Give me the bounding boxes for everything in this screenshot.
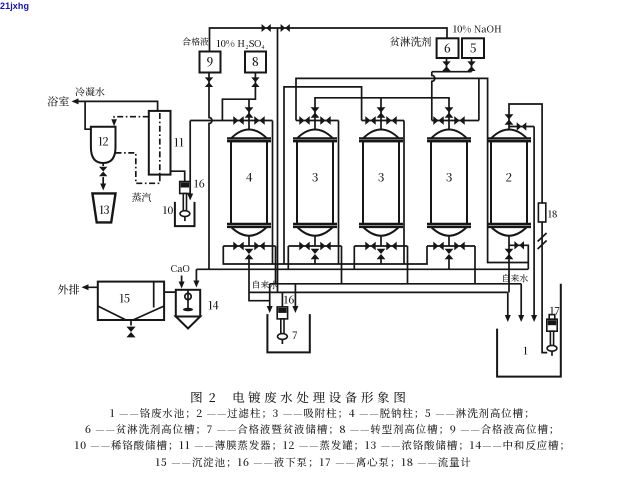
head-tank-5: 5 — [461, 37, 485, 59]
label-naoh: 10% NaOH — [453, 22, 502, 36]
legend-line-4: 15 ——沉淀池；16 ——液下泵；17 ——离心泵；18 ——流量计 — [0, 455, 623, 470]
neutralization-tank-number: 14 — [208, 298, 220, 314]
label-qualified-liquid: 合格液 — [182, 35, 209, 48]
pump-17-number: 17 — [550, 303, 560, 318]
pool-1-number: 1 — [523, 344, 528, 359]
label-cao: CaO — [171, 261, 190, 275]
watermark: 21jxhg — [0, 1, 30, 11]
waste-water-pool-1: 1 — [496, 283, 562, 378]
acid-bucket-13: 13 — [91, 192, 117, 224]
tank-7-number: 7 — [292, 328, 298, 343]
column-3a: 3 — [293, 128, 337, 237]
qualified-liquid-tank-7: 7 — [266, 314, 311, 354]
label-bath-room: 浴室 — [48, 94, 70, 110]
label-tap-water-right: 自来水 — [502, 272, 529, 285]
label-steam: 蒸汽 — [132, 189, 152, 204]
sedimentation-tank-15: 15 — [96, 280, 166, 322]
sedimentation-tank-number: 15 — [119, 291, 130, 307]
column-4-number: 4 — [246, 170, 253, 186]
figure-title: 电镀废水处理设备形象图 — [232, 388, 410, 406]
label-outfall: 外排 — [58, 282, 80, 298]
legend-line-4-text: 15 ——沉淀池；16 ——液下泵；17 ——离心泵；18 ——流量计 — [155, 454, 472, 470]
head-tank-6-number: 6 — [444, 39, 451, 56]
legend-line-2-text: 6 ——贫淋洗剂高位槽；7 ——合格液暨贫液储槽；8 ——转型剂高位槽；9 ——… — [84, 421, 561, 437]
column-2: 2 — [487, 128, 531, 237]
column-3c-number: 3 — [446, 170, 453, 186]
acid-bucket-number: 13 — [99, 202, 110, 218]
legend-line-1-text: 1 ——铬废水池；2 ——过滤柱；3 ——吸附柱；4 ——脱钠柱；5 ——淋洗剂… — [109, 405, 536, 421]
submerged-pump-16-right — [276, 306, 289, 344]
thin-film-evaporator-number: 11 — [173, 135, 183, 151]
figure-number: 图 2 — [189, 388, 218, 406]
process-diagram: 4 3 3 3 2 9 8 6 5 12 11 13 10 16 15 14 7 16 1 17 18 合格液 10% H₂… — [48, 22, 562, 378]
legend-line-2: 6 ——贫淋洗剂高位槽；7 ——合格液暨贫液储槽；8 ——转型剂高位槽；9 ——… — [0, 422, 623, 437]
figure-caption: 图 2 电镀废水处理设备形象图 — [0, 388, 611, 406]
column-3c: 3 — [427, 128, 471, 237]
legend-line-1: 1 ——铬废水池；2 ——过滤柱；3 ——吸附柱；4 ——脱钠柱；5 ——淋洗剂… — [0, 406, 623, 421]
flow-meter-18: 18 — [537, 202, 558, 223]
vapor-line-dashed — [113, 115, 149, 121]
evaporator-pot-number: 12 — [98, 134, 109, 150]
head-tank-8-number: 8 — [252, 53, 259, 70]
pump-16-right-number: 16 — [284, 293, 295, 308]
legend-line-3-text: 10 ——稀铬酸储槽；11 ——薄膜蒸发器；12 ——蒸发罐；13 ——浓铬酸储… — [74, 437, 571, 453]
head-tank-8: 8 — [244, 50, 267, 74]
submerged-pump-16-left — [178, 180, 191, 222]
neutralization-tank-14: 14 — [173, 288, 220, 330]
dilute-acid-tank-number: 10 — [163, 203, 174, 218]
head-tank-5-number: 5 — [470, 39, 478, 56]
legend-line-3: 10 ——稀铬酸储槽；11 ——薄膜蒸发器；12 ——蒸发罐；13 ——浓铬酸储… — [0, 438, 623, 453]
pump-16-left-number: 16 — [194, 177, 205, 192]
label-sulfuric-acid: 10% H₂SO₄ — [216, 36, 265, 50]
head-tank-9: 9 — [198, 50, 222, 74]
label-lean-rinse-agent: 贫淋洗剂 — [390, 35, 432, 50]
steam-line-dashed — [115, 113, 161, 185]
column-4: 4 — [227, 128, 271, 237]
column-2-number: 2 — [506, 170, 513, 186]
column-3b-number: 3 — [378, 170, 385, 186]
flow-restrictor-icon — [537, 232, 548, 250]
flow-meter-number: 18 — [548, 207, 558, 221]
evaporator-pot-12: 12 — [89, 125, 117, 165]
column-3b: 3 — [359, 128, 403, 237]
centrifugal-pump-17 — [545, 313, 558, 356]
dilute-acid-tank-10: 10 — [163, 201, 196, 228]
thin-film-evaporator-11: 11 — [147, 109, 184, 176]
label-condensate-water: 冷凝水 — [75, 84, 105, 99]
column-3a-number: 3 — [312, 170, 319, 186]
label-tap-water-left: 自来水 — [252, 278, 279, 291]
head-tank-6: 6 — [435, 37, 460, 59]
head-tank-9-number: 9 — [207, 53, 214, 70]
